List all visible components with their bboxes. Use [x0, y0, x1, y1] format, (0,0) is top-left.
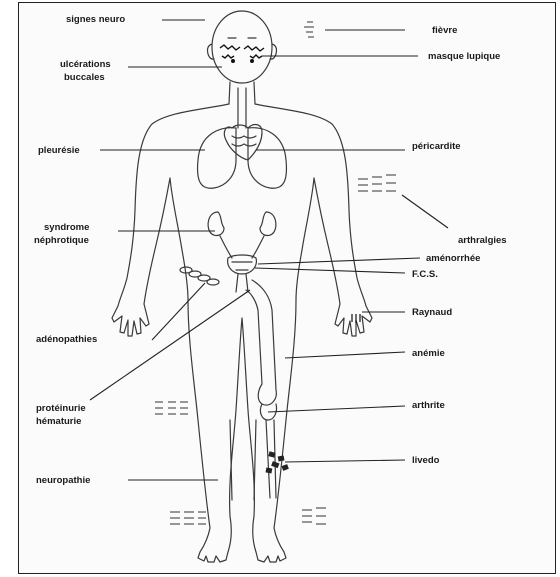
label-proteinurie-line1: protéinurie: [36, 403, 86, 414]
arthralgia-dashes: [358, 175, 396, 191]
body-outline: [112, 11, 372, 562]
label-masque-lupique: masque lupique: [428, 51, 500, 62]
side-dashes: [155, 402, 188, 414]
left-kidney: [208, 212, 224, 235]
leader-amenorrhee: [258, 258, 420, 264]
raynaud-fingers: [352, 314, 360, 323]
label-fcs: F.C.S.: [412, 269, 438, 280]
label-livedo: livedo: [412, 455, 440, 466]
label-adenopathies: adénopathies: [36, 334, 97, 345]
trachea: [238, 88, 246, 128]
leader-anemie: [285, 352, 405, 358]
label-pericardite: péricardite: [412, 141, 461, 152]
label-ulcerations-line2: buccales: [64, 72, 105, 83]
legs-outline: [188, 300, 296, 562]
uterus-detail: [232, 262, 252, 292]
tibia: [260, 404, 276, 498]
leader-lines: [90, 20, 448, 480]
label-proteinurie-line2: hématurie: [36, 416, 81, 427]
feet-dashes: [170, 508, 326, 524]
label-anemie: anémie: [412, 348, 445, 359]
label-arthralgies: arthralgies: [458, 235, 507, 246]
leader-fcs: [255, 268, 405, 273]
label-raynaud: Raynaud: [412, 307, 452, 318]
heart: [224, 125, 262, 160]
left-lung: [198, 128, 236, 189]
skin-signs: [220, 38, 360, 473]
right-shin-line: [254, 420, 256, 500]
label-neuropathie: neuropathie: [36, 475, 90, 486]
leader-adenopathies: [152, 283, 205, 340]
leader-arthralgies: [402, 195, 448, 228]
leader-livedo: [285, 460, 405, 462]
label-arthrite: arthrite: [412, 400, 445, 411]
malar-rash: [220, 45, 264, 62]
right-kidney: [260, 212, 276, 235]
torso-arms-outline: [112, 104, 372, 336]
labels: signes neuro fièvre ulcérations buccales…: [34, 14, 507, 486]
label-fievre: fièvre: [432, 25, 457, 36]
leader-proteinurie: [90, 290, 250, 400]
label-syndrome-line2: néphrotique: [34, 235, 89, 246]
neck-outline: [229, 82, 255, 104]
label-amenorrhee: aménorrhée: [426, 253, 480, 264]
leader-arthrite: [268, 406, 405, 412]
label-syndrome-line1: syndrome: [44, 222, 89, 233]
femur: [246, 280, 276, 405]
fever-dashes: [304, 22, 314, 37]
label-signes-neuro: signes neuro: [66, 14, 125, 25]
label-ulcerations-line1: ulcérations: [60, 59, 111, 70]
label-pleuresie: pleurésie: [38, 145, 80, 156]
